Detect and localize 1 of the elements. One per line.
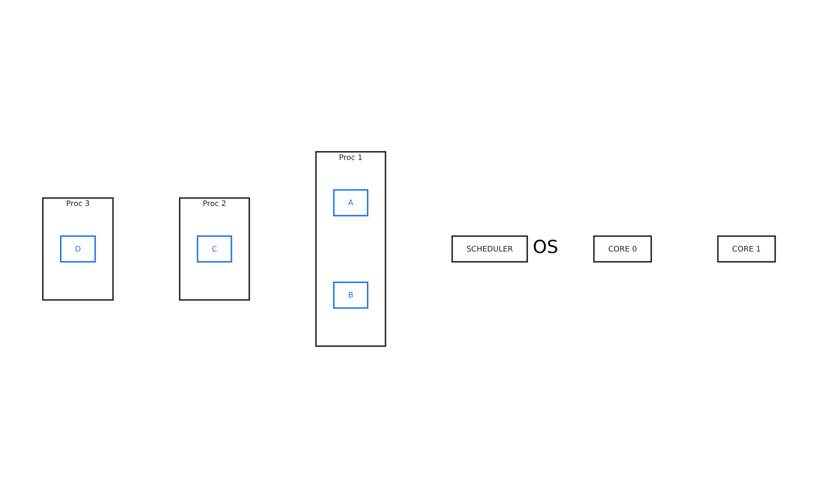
os-label: OS <box>532 236 558 258</box>
